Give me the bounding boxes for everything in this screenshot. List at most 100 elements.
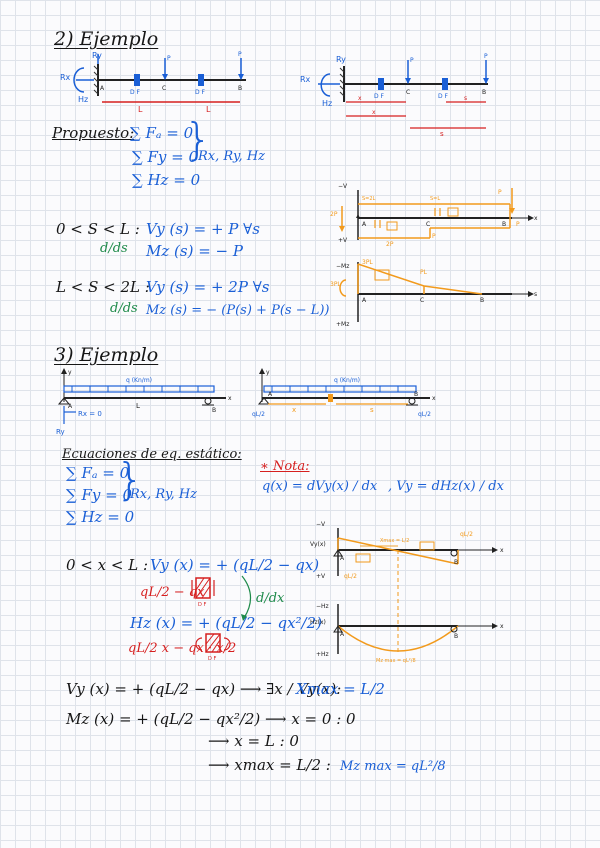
ex2-case2-range: L < S < 2L :: [56, 278, 150, 296]
ex3-fig2-y: y: [266, 369, 270, 376]
ex2-fig1-ry: Ry: [92, 51, 102, 60]
ex2-diagram-c: C: [426, 221, 430, 228]
ex2-case2-deriv: d/ds: [110, 301, 138, 316]
ex2-fig2-c: C: [406, 89, 410, 96]
ex2-shear-moment-diagram: −V +V S=2L S=L 2P 2P P P P A C B x −Mz +…: [330, 183, 538, 328]
ex3-case-vy: Vy (x) = + (qL/2 − qx): [150, 556, 320, 574]
ex3-diagram-b: B: [454, 559, 458, 566]
ex3-sum-fy: ∑ Fy = 0: [66, 486, 133, 504]
ex2-diagram-pos-m: +Mz: [336, 321, 349, 328]
ex2-fig1-hz: Hz: [78, 95, 88, 104]
ex2-diagram-3pl-left: 3PL: [330, 281, 341, 288]
ex2-unknowns: Rx, Ry, Hz: [198, 149, 266, 164]
ex3-diagram-m-b: B: [454, 633, 458, 640]
ex3-diagram-m-a: A: [340, 631, 345, 638]
ex3-diagram-neg-m: −Hz: [316, 603, 329, 610]
ex3-fig2-x: x: [432, 395, 436, 402]
ex2-fig2-x2: x: [372, 109, 376, 116]
ex2-diagram-pl: PL: [420, 269, 428, 276]
ex2-case2-vy: Vy (s) = + 2P ∀s: [146, 278, 270, 296]
nota-eq2: , Vy = dHz(x) / dx: [388, 479, 504, 494]
ex2-diagram-pos-v: +V: [338, 237, 348, 244]
ex2-fig1-c: C: [162, 85, 166, 92]
ex3-case-df-box1: D F: [191, 577, 215, 608]
ex3-beam-figure-1: q (Kn/m) y x A B L Rx = 0 Ry: [56, 368, 232, 436]
ex2-diagram-p-top: P: [498, 189, 502, 196]
ex2-beam-figure-1: Rx Ry Hz P P A D F C D F B L L: [60, 51, 246, 114]
ex3-fig1-span: L: [136, 402, 140, 410]
ex2-fig2-p2: P: [484, 53, 488, 60]
ex3-diagram-neg-v: −V: [316, 521, 326, 528]
ex2-fig1-a: A: [100, 85, 105, 92]
ex2-fig2-ry: Ry: [336, 55, 346, 64]
result-r3a: ⟶ xmax = L/2 :: [208, 756, 331, 774]
ex3-fig1-load: q (Kn/m): [126, 377, 152, 384]
ex2-diagram-s2l: S=2L: [362, 196, 376, 202]
ex3-fig1-ry: Ry: [56, 428, 65, 436]
ex2-fig1-span-1: L: [138, 105, 143, 114]
ex2-case1-mz: Mz (s) = − P: [146, 242, 243, 260]
ex3-fig2-b: B: [414, 391, 418, 398]
ex3-fig1-b: B: [212, 407, 216, 414]
propuesto-label: Propuesto:: [52, 124, 135, 142]
ex3-fig1-a: A: [68, 403, 73, 410]
ex2-fig1-span-2: L: [206, 105, 211, 114]
ex2-diagram-m-c: C: [420, 297, 424, 304]
ex3-sum-fa: ∑ Fₐ = 0: [66, 464, 130, 482]
ex2-case1-deriv: d/ds: [100, 241, 128, 256]
ex3-fig2-ql2-left: qL/2: [252, 411, 265, 418]
ex2-fig2-df1: D F: [374, 93, 385, 100]
ex2-diagram-p-right: P: [516, 221, 520, 228]
ex3-case-deriv-arrow: [241, 575, 252, 621]
ex2-diagram-neg-m: −Mz: [336, 263, 349, 270]
ex3-fig1-x: x: [228, 395, 232, 402]
ex3-diagram-x: x: [500, 547, 504, 554]
ex2-beam-figure-2: Rx Ry Hz P P D F C D F B x x s s: [300, 53, 489, 138]
ex2-sum-fa: ∑ Fₐ = 0: [130, 124, 194, 142]
ex2-fig1-rx: Rx: [60, 73, 71, 82]
ex2-fig1-df1: D F: [130, 89, 141, 96]
ex3-case-range: 0 < x < L :: [66, 556, 148, 574]
ex3-diagram-pos-v: +V: [316, 573, 326, 580]
result-r3b: Mz max = qL²/8: [340, 759, 446, 774]
ex3-case-mz: Hz (x) = + (qL/2 − qx²/2): [130, 614, 322, 632]
ex3-fig2-x-span: x: [292, 406, 296, 414]
ex2-diagram-m-b: B: [480, 297, 484, 304]
ex2-fig2-s2: s: [440, 130, 444, 138]
ex2-case1-range: 0 < S < L :: [56, 220, 140, 238]
result-xmax: Xmax = L/2: [296, 680, 385, 698]
ex2-diagram-b: B: [502, 221, 506, 228]
ex2-case2-mz: Mz (s) = − (P(s) + P(s − L)): [146, 303, 330, 318]
ex3-fig2-s-span: s: [370, 406, 374, 414]
ex2-sum-fy: ∑ Fy = 0: [132, 148, 199, 166]
ex3-unknowns: Rx, Ry, Hz: [130, 487, 198, 502]
ex3-diagram-a: A: [340, 555, 345, 562]
ex2-fig1-p2: P: [238, 51, 242, 58]
result-vy: Vy (x) = + (qL/2 − qx) ⟶ ∃x / Vy(x):: [66, 680, 342, 698]
ex3-case-red1: qL/2 − qx: [140, 585, 205, 600]
ex3-fig1-rx: Rx = 0: [78, 410, 102, 418]
nota-label: ∗ Nota:: [260, 459, 310, 474]
ex2-diagram-sl: S=L: [430, 196, 440, 202]
ex2-fig1-p1: P: [167, 55, 171, 62]
result-r2: ⟶ x = L : 0: [208, 732, 299, 750]
nota-eq1: q(x) = dVy(x) / dx: [262, 479, 378, 494]
ex3-diagram-ql2-bottom: qL/2: [344, 573, 357, 580]
ex2-fig2-x1: x: [358, 95, 362, 102]
ex3-title: 3) Ejemplo: [54, 344, 159, 366]
ex3-fig2-a: A: [268, 391, 273, 398]
ex2-diagram-a: A: [362, 221, 367, 228]
ex3-case-deriv: d/dx: [256, 591, 285, 606]
ex2-brace: }: [184, 114, 212, 165]
ex2-sum-hz: ∑ Hz = 0: [132, 171, 201, 189]
ex3-case-df2: D F: [208, 656, 216, 662]
ex3-diagram-xmax: Xmax = L/2: [380, 538, 409, 544]
ex2-fig1-b: B: [238, 85, 242, 92]
ex2-diagram-2p-left: 2P: [330, 211, 338, 218]
ex3-fig2-load: q (Kn/m): [334, 377, 360, 384]
ex3-beam-figure-2: q (Kn/m) y x A B qL/2 qL/2 x s: [252, 368, 436, 418]
ex2-fig2-s1: s: [464, 95, 467, 102]
ex2-diagram-neg-v: −V: [338, 183, 348, 190]
ex3-shear-moment-diagram: −V +V Vy(x) A B x Xmax = L/2 qL/2 qL/2 −…: [310, 521, 504, 664]
ex3-equil-heading: Ecuaciones de eq. estático:: [62, 447, 242, 462]
